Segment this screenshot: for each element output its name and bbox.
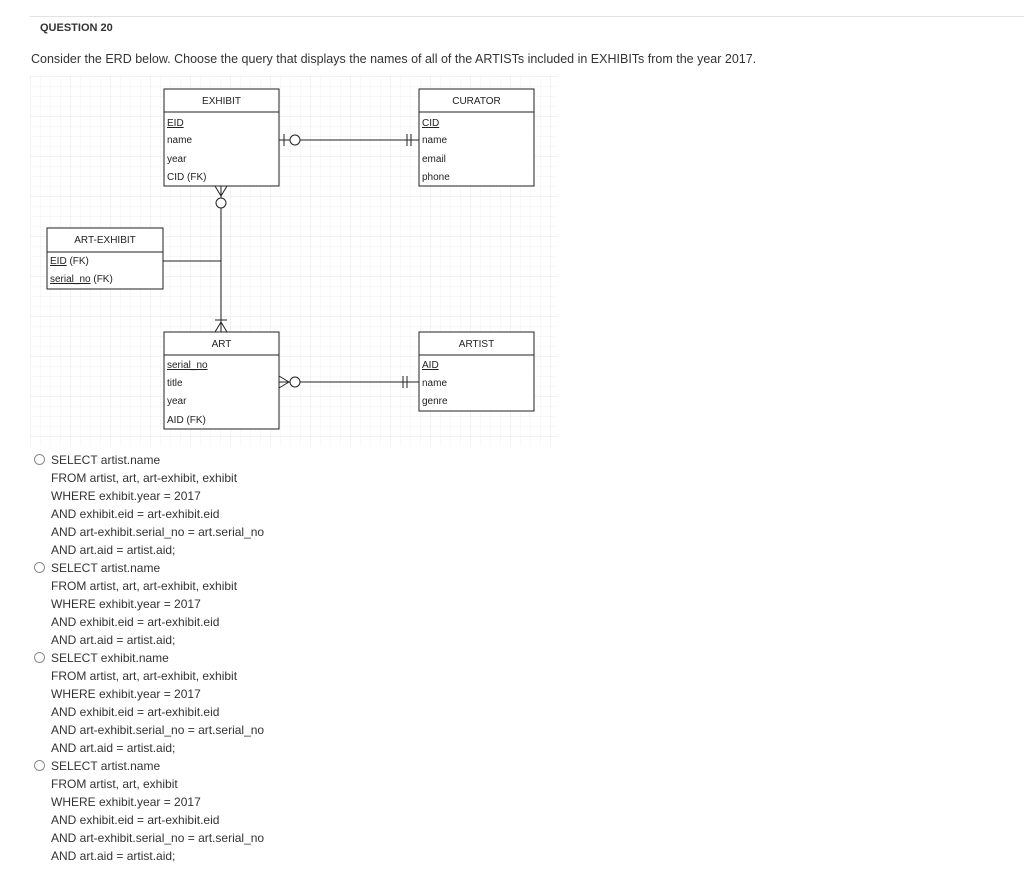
radio-button[interactable] bbox=[34, 652, 45, 663]
query-line: AND art-exhibit.serial_no = art.serial_n… bbox=[51, 723, 265, 737]
query-line: AND art.aid = artist.aid; bbox=[51, 741, 176, 755]
entity-artist-title: ARTIST bbox=[459, 339, 494, 350]
exhibit-field-eid: EID bbox=[167, 118, 184, 129]
entity-exhibit-title: EXHIBIT bbox=[202, 96, 241, 107]
query-line: AND art-exhibit.serial_no = art.serial_n… bbox=[51, 525, 265, 539]
query-line: AND art.aid = artist.aid; bbox=[51, 543, 176, 557]
entity-art-title: ART bbox=[212, 339, 232, 350]
exhibit-field-year: year bbox=[167, 154, 187, 165]
query-line: AND art.aid = artist.aid; bbox=[51, 849, 176, 863]
answer-option-2[interactable]: SELECT artist.name FROM artist, art, art… bbox=[34, 559, 264, 649]
relationship-exhibit-art bbox=[163, 185, 228, 333]
query-line: SELECT artist.name bbox=[51, 453, 161, 467]
curator-field-cid: CID bbox=[422, 118, 439, 129]
query-line: SELECT artist.name bbox=[51, 561, 161, 575]
answer-option-1[interactable]: SELECT artist.name FROM artist, art, art… bbox=[34, 451, 264, 559]
query-line: AND exhibit.eid = art-exhibit.eid bbox=[51, 813, 220, 827]
query-line: AND art.aid = artist.aid; bbox=[51, 633, 176, 647]
radio-button[interactable] bbox=[34, 454, 45, 465]
entity-curator-title: CURATOR bbox=[452, 96, 501, 107]
art-field-title: title bbox=[167, 378, 183, 389]
exhibit-field-cid: CID (FK) bbox=[167, 172, 206, 183]
entity-art-exhibit-title: ART-EXHIBIT bbox=[74, 235, 136, 246]
exhibit-field-name: name bbox=[167, 135, 192, 146]
curator-field-name: name bbox=[422, 135, 447, 146]
art-field-aid: AID (FK) bbox=[167, 415, 206, 426]
query-line: FROM artist, art, art-exhibit, exhibit bbox=[51, 669, 238, 683]
answer-options: SELECT artist.name FROM artist, art, art… bbox=[34, 451, 264, 865]
radio-button[interactable] bbox=[34, 760, 45, 771]
answer-option-3[interactable]: SELECT exhibit.name FROM artist, art, ar… bbox=[34, 649, 264, 757]
query-line: WHERE exhibit.year = 2017 bbox=[51, 795, 201, 809]
query-line: WHERE exhibit.year = 2017 bbox=[51, 687, 201, 701]
query-line: AND exhibit.eid = art-exhibit.eid bbox=[51, 507, 220, 521]
query-line: AND exhibit.eid = art-exhibit.eid bbox=[51, 705, 220, 719]
question-title: QUESTION 20 bbox=[40, 22, 113, 34]
entity-curator: CURATOR CID name email phone bbox=[418, 88, 535, 187]
entity-art-exhibit: ART-EXHIBIT EID (FK) serial_no (FK) bbox=[46, 227, 164, 290]
artist-field-name: name bbox=[422, 378, 447, 389]
entity-art: ART serial_no title year AID (FK) bbox=[163, 331, 280, 430]
entity-artist: ARTIST AID name genre bbox=[418, 331, 535, 412]
artist-field-genre: genre bbox=[422, 396, 448, 407]
radio-button[interactable] bbox=[34, 562, 45, 573]
query-line: SELECT exhibit.name bbox=[51, 651, 169, 665]
art-field-year: year bbox=[167, 396, 187, 407]
art-exhibit-field-eid: EID (FK) bbox=[50, 256, 89, 267]
relationship-exhibit-curator bbox=[279, 134, 419, 146]
query-line: SELECT artist.name bbox=[51, 759, 161, 773]
erd-diagram: EXHIBIT EID name year CID (FK) CURATOR C… bbox=[30, 76, 558, 446]
query-line: FROM artist, art, exhibit bbox=[51, 777, 178, 791]
question-text: Consider the ERD below. Choose the query… bbox=[31, 52, 757, 66]
artist-field-aid: AID bbox=[422, 360, 439, 371]
entity-exhibit: EXHIBIT EID name year CID (FK) bbox=[163, 88, 280, 187]
query-line: FROM artist, art, art-exhibit, exhibit bbox=[51, 579, 238, 593]
curator-field-phone: phone bbox=[422, 172, 450, 183]
query-line: WHERE exhibit.year = 2017 bbox=[51, 597, 201, 611]
query-line: AND art-exhibit.serial_no = art.serial_n… bbox=[51, 831, 265, 845]
top-divider bbox=[30, 16, 1024, 17]
answer-option-4[interactable]: SELECT artist.name FROM artist, art, exh… bbox=[34, 757, 264, 865]
query-line: AND exhibit.eid = art-exhibit.eid bbox=[51, 615, 220, 629]
art-field-serial: serial_no bbox=[167, 360, 208, 371]
query-line: FROM artist, art, art-exhibit, exhibit bbox=[51, 471, 238, 485]
relationship-art-artist bbox=[278, 375, 419, 389]
art-exhibit-field-serial: serial_no (FK) bbox=[50, 274, 113, 285]
curator-field-email: email bbox=[422, 154, 446, 165]
query-line: WHERE exhibit.year = 2017 bbox=[51, 489, 201, 503]
